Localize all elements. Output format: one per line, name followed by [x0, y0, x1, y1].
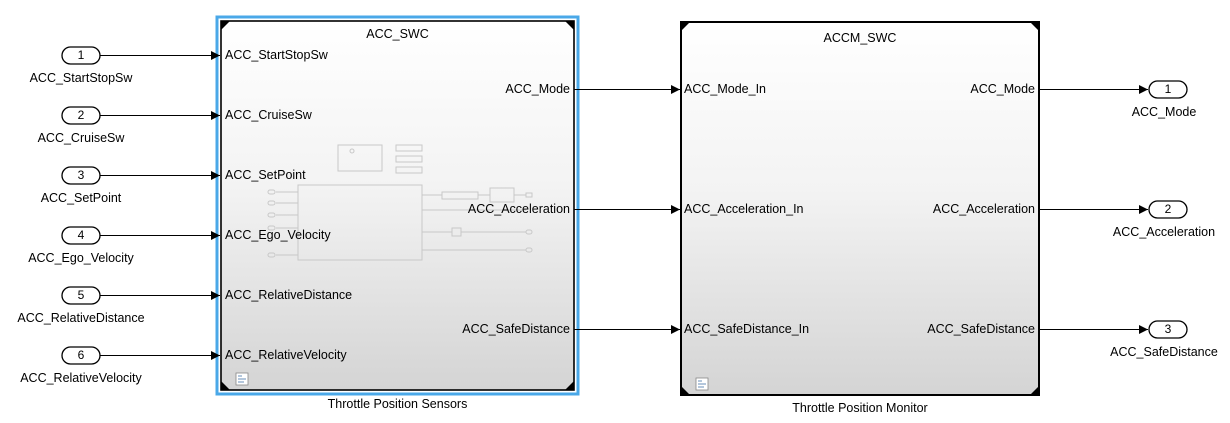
- inport-name: ACC_StartStopSw: [29, 71, 133, 85]
- swc-input-port-label: ACC_StartStopSw: [225, 48, 328, 62]
- swc-input-port-label: ACC_Ego_Velocity: [225, 228, 331, 242]
- outport-block[interactable]: [1148, 80, 1188, 99]
- outport-block[interactable]: [1148, 320, 1188, 339]
- inport-number: 5: [77, 288, 85, 302]
- outport-block[interactable]: [1148, 200, 1188, 219]
- inport-number: 2: [77, 108, 85, 122]
- swc-output-port-label: ACC_Acceleration: [467, 202, 570, 216]
- monitor-block-caption: Throttle Position Monitor: [792, 401, 928, 415]
- swc-input-port-label: ACC_RelativeDistance: [225, 288, 353, 302]
- swc-block-title: ACC_SWC: [366, 27, 429, 41]
- subsystem-icon: [695, 377, 709, 391]
- monitor-block-title: ACCM_SWC: [823, 31, 897, 45]
- outport-name: ACC_Acceleration: [1112, 225, 1216, 239]
- inport-name: ACC_RelativeDistance: [17, 311, 145, 325]
- inport-blocks: [61, 46, 101, 365]
- outport-number: 1: [1164, 82, 1172, 96]
- outport-name: ACC_Mode: [1131, 105, 1197, 119]
- inport-name: ACC_RelativeVelocity: [20, 371, 142, 385]
- outport-name: ACC_SafeDistance: [1110, 345, 1218, 359]
- accm-swc-block[interactable]: [680, 21, 1040, 396]
- inport-name: ACC_SetPoint: [40, 191, 122, 205]
- selection-highlight: [215, 15, 580, 396]
- acc-swc-block[interactable]: [215, 15, 580, 396]
- swc-input-port-label: ACC_CruiseSw: [225, 108, 312, 122]
- subsystem-icon: [235, 372, 249, 386]
- swc-output-port-label: ACC_Mode: [505, 82, 570, 96]
- swc-input-port-label: ACC_RelativeVelocity: [225, 348, 347, 362]
- monitor-output-port-label: ACC_Acceleration: [932, 202, 1035, 216]
- outport-blocks: [1148, 80, 1188, 339]
- swc-input-port-label: ACC_SetPoint: [225, 168, 306, 182]
- inport-number: 3: [77, 168, 85, 182]
- signal-lines: [100, 51, 1148, 360]
- inport-name: ACC_CruiseSw: [37, 131, 125, 145]
- swc-output-port-label: ACC_SafeDistance: [462, 322, 570, 336]
- monitor-input-port-label: ACC_Mode_In: [684, 82, 766, 96]
- monitor-input-port-label: ACC_Acceleration_In: [684, 202, 804, 216]
- model-preview-thumbnail: [267, 144, 533, 261]
- swc-block-caption: Throttle Position Sensors: [327, 397, 468, 411]
- inport-name: ACC_Ego_Velocity: [28, 251, 134, 265]
- monitor-output-port-label: ACC_SafeDistance: [927, 322, 1035, 336]
- outport-number: 2: [1164, 202, 1172, 216]
- monitor-input-port-label: ACC_SafeDistance_In: [684, 322, 810, 336]
- monitor-output-port-label: ACC_Mode: [970, 82, 1035, 96]
- inport-number: 4: [77, 228, 85, 242]
- inport-number: 1: [77, 48, 85, 62]
- inport-number: 6: [77, 348, 85, 362]
- outport-number: 3: [1164, 322, 1172, 336]
